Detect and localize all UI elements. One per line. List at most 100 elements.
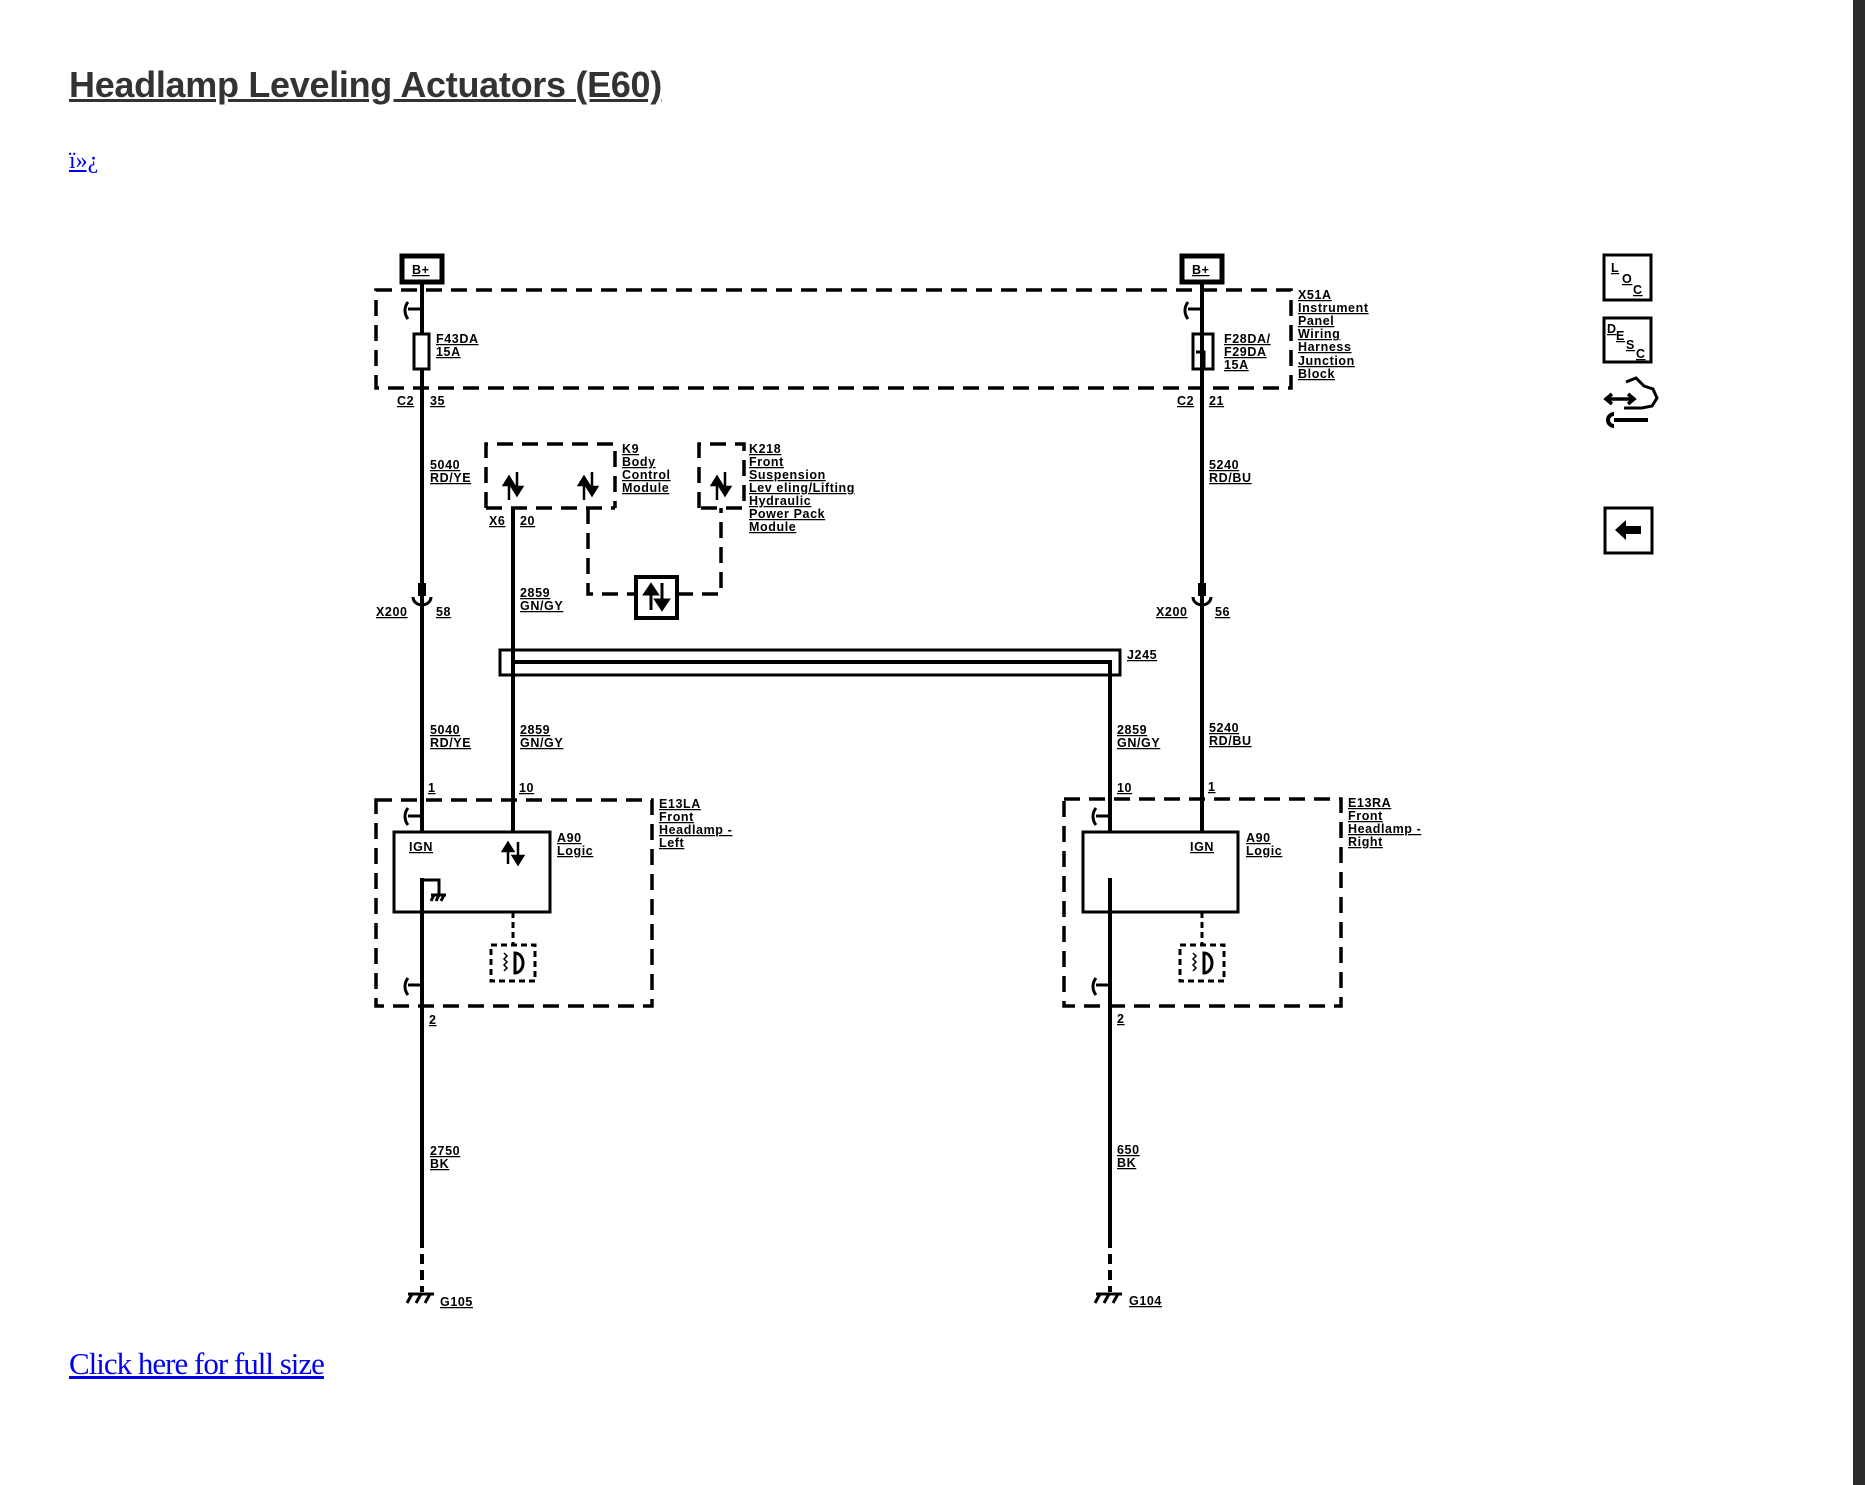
fuse-label-right: F28DA/ F29DA 15A xyxy=(1224,332,1271,372)
svg-text:BK: BK xyxy=(430,1157,449,1171)
svg-text:Module: Module xyxy=(622,481,669,495)
svg-text:Right: Right xyxy=(1348,835,1383,849)
svg-text:Harness: Harness xyxy=(1298,340,1352,354)
svg-text:Lev eling/Lifting: Lev eling/Lifting xyxy=(749,481,855,495)
svg-text:E13RA: E13RA xyxy=(1348,796,1391,810)
svg-text:Instrument: Instrument xyxy=(1298,301,1369,315)
right-headlamp-label: E13RA Front Headlamp - Right xyxy=(1348,796,1421,849)
svg-text:X6: X6 xyxy=(489,514,506,528)
wire-label-2859-upper: 2859 GN/GY xyxy=(520,586,563,613)
svg-text:Front: Front xyxy=(1348,809,1383,823)
svg-text:F29DA: F29DA xyxy=(1224,345,1267,359)
right-ign-label: IGN xyxy=(1190,840,1214,854)
svg-text:G104: G104 xyxy=(1129,1294,1162,1308)
connector-c2-left: C2 35 xyxy=(397,394,445,408)
arrow-left-icon xyxy=(1615,520,1641,540)
headlamp-leveling-icon xyxy=(1178,943,1226,983)
ground-g105: G105 xyxy=(405,1292,473,1309)
svg-text:A90: A90 xyxy=(1246,831,1271,845)
wire-label-5240-lower: 5240 RD/BU xyxy=(1209,721,1252,748)
svg-text:Headlamp -: Headlamp - xyxy=(659,823,732,837)
wire-label-5040-upper: 5040 RD/YE xyxy=(430,458,471,485)
svg-text:B+: B+ xyxy=(1192,263,1210,277)
bcm-outline xyxy=(484,442,617,508)
svg-text:Power Pack: Power Pack xyxy=(749,507,825,521)
svg-text:RD/BU: RD/BU xyxy=(1209,734,1252,748)
svg-text:BK: BK xyxy=(1117,1156,1136,1170)
svg-text:C: C xyxy=(1633,283,1643,297)
connector-repair-icon[interactable] xyxy=(1603,376,1659,428)
svg-text:RD/YE: RD/YE xyxy=(430,471,471,485)
svg-text:C2: C2 xyxy=(397,394,414,408)
splice-label: J245 xyxy=(1127,648,1157,662)
svg-text:Block: Block xyxy=(1298,367,1335,381)
wire-label-5040-lower: 5040 RD/YE xyxy=(430,723,471,750)
back-button[interactable] xyxy=(1603,506,1654,555)
right-headlamp-outline xyxy=(1062,797,1343,1008)
svg-text:F28DA/: F28DA/ xyxy=(1224,332,1271,346)
svg-text:Body: Body xyxy=(622,455,656,469)
svg-text:15A: 15A xyxy=(1224,358,1249,372)
svg-text:10: 10 xyxy=(519,781,534,795)
svg-text:5240: 5240 xyxy=(1209,458,1239,472)
svg-text:58: 58 xyxy=(436,605,451,619)
svg-text:Logic: Logic xyxy=(1246,844,1282,858)
svg-text:X200: X200 xyxy=(1156,605,1188,619)
terminal-hook-icon xyxy=(403,301,1202,996)
svg-text:20: 20 xyxy=(520,514,535,528)
junction-block-outline xyxy=(374,288,1293,390)
svg-text:Panel: Panel xyxy=(1298,314,1334,328)
wire-label-2859-lower-left: 2859 GN/GY xyxy=(520,723,563,750)
svg-text:2859: 2859 xyxy=(520,723,550,737)
svg-text:Wiring: Wiring xyxy=(1298,327,1340,341)
wire-label-2750: 2750 BK xyxy=(430,1144,460,1171)
fuse-label-left: F43DA 15A xyxy=(436,332,478,359)
junction-block-label: X51A Instrument Panel Wiring Harness Jun… xyxy=(1298,288,1369,381)
bom-link[interactable]: ï»¿ xyxy=(69,148,99,174)
splice-pack-j245 xyxy=(498,648,1122,677)
connector-x6: X6 20 xyxy=(489,514,535,528)
bidirectional-arrow-icon xyxy=(501,472,733,500)
fuse-icon-left xyxy=(412,332,431,371)
svg-text:Logic: Logic xyxy=(557,844,593,858)
connector-c2-right: C2 21 xyxy=(1177,394,1224,408)
svg-text:10: 10 xyxy=(1117,781,1132,795)
page-title: Headlamp Leveling Actuators (E60) xyxy=(69,64,662,105)
svg-text:650: 650 xyxy=(1117,1143,1140,1157)
svg-text:2: 2 xyxy=(1117,1012,1125,1026)
inline-connector-x200-right: X200 56 xyxy=(1156,583,1230,619)
loc-button[interactable]: L O C xyxy=(1602,253,1653,302)
svg-text:K9: K9 xyxy=(622,442,639,456)
svg-text:1: 1 xyxy=(428,781,436,795)
power-b-plus-left: B+ xyxy=(399,253,445,285)
svg-text:C: C xyxy=(1636,347,1646,361)
svg-text:X200: X200 xyxy=(376,605,408,619)
svg-text:RD/YE: RD/YE xyxy=(430,736,471,750)
wire-label-2859-lower-right: 2859 GN/GY xyxy=(1117,723,1160,750)
fuse-icon-right xyxy=(1191,332,1215,371)
svg-text:K218: K218 xyxy=(749,442,781,456)
ground-g104: G104 xyxy=(1093,1292,1162,1308)
svg-text:Front: Front xyxy=(659,810,694,824)
inline-connector-x200-left: X200 58 xyxy=(376,583,451,619)
serial-data-link xyxy=(586,508,723,596)
svg-text:D: D xyxy=(1607,322,1617,336)
bcm-label: K9 Body Control Module xyxy=(622,442,670,495)
power-b-plus-right: B+ xyxy=(1179,253,1225,285)
wire-label-5240-upper: 5240 RD/BU xyxy=(1209,458,1251,485)
desc-button[interactable]: D E S C xyxy=(1602,316,1653,364)
svg-text:G105: G105 xyxy=(440,1295,473,1309)
right-a90-label: A90 Logic xyxy=(1246,831,1282,858)
svg-text:GN/GY: GN/GY xyxy=(520,736,563,750)
scrollbar[interactable] xyxy=(1853,0,1865,1485)
headlamp-leveling-icon xyxy=(489,943,537,983)
serial-data-icon xyxy=(634,575,679,620)
svg-text:L: L xyxy=(1611,261,1619,275)
svg-text:5040: 5040 xyxy=(430,723,460,737)
svg-text:56: 56 xyxy=(1215,605,1230,619)
left-ign-label: IGN xyxy=(409,840,433,854)
svg-text:E: E xyxy=(1616,329,1625,343)
left-a90-label: A90 Logic xyxy=(557,831,593,858)
full-size-link[interactable]: Click here for full size xyxy=(69,1346,325,1381)
right-a90-logic-box xyxy=(1081,830,1240,914)
